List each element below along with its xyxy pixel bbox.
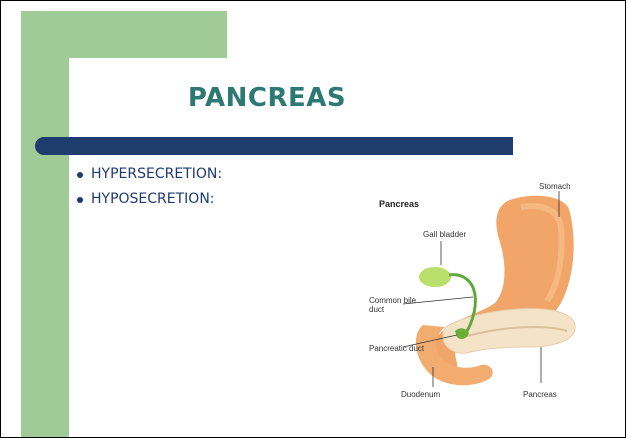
pancreas-diagram-svg: Pancreas Stomach Gall bladder Common bil… <box>363 177 589 407</box>
label-duodenum: Duodenum <box>401 390 440 399</box>
green-top-accent <box>21 11 227 58</box>
gall-bladder-shape <box>419 267 451 287</box>
bullet-item: HYPERSECRETION: <box>75 164 222 189</box>
bullet-dot-icon <box>77 197 83 203</box>
bullet-dot-icon <box>77 172 83 178</box>
green-sidebar-accent <box>21 11 69 437</box>
bullet-text: HYPOSECRETION: <box>91 191 215 207</box>
diagram-title: Pancreas <box>379 199 419 209</box>
bullet-item: HYPOSECRETION: <box>75 189 222 214</box>
label-stomach: Stomach <box>539 182 571 191</box>
label-gall-bladder: Gall bladder <box>423 230 466 239</box>
bullet-text: HYPERSECRETION: <box>91 166 222 182</box>
label-common-bile-duct-2: duct <box>369 305 385 314</box>
bullet-list: HYPERSECRETION: HYPOSECRETION: <box>75 164 222 214</box>
pancreas-diagram: Pancreas Stomach Gall bladder Common bil… <box>363 177 589 407</box>
slide-title: PANCREAS <box>69 83 465 123</box>
label-common-bile-duct: Common bile <box>369 296 417 305</box>
title-divider-band <box>35 137 513 155</box>
label-pancreatic-duct: Pancreatic duct <box>369 344 425 353</box>
label-pancreas: Pancreas <box>523 390 557 399</box>
